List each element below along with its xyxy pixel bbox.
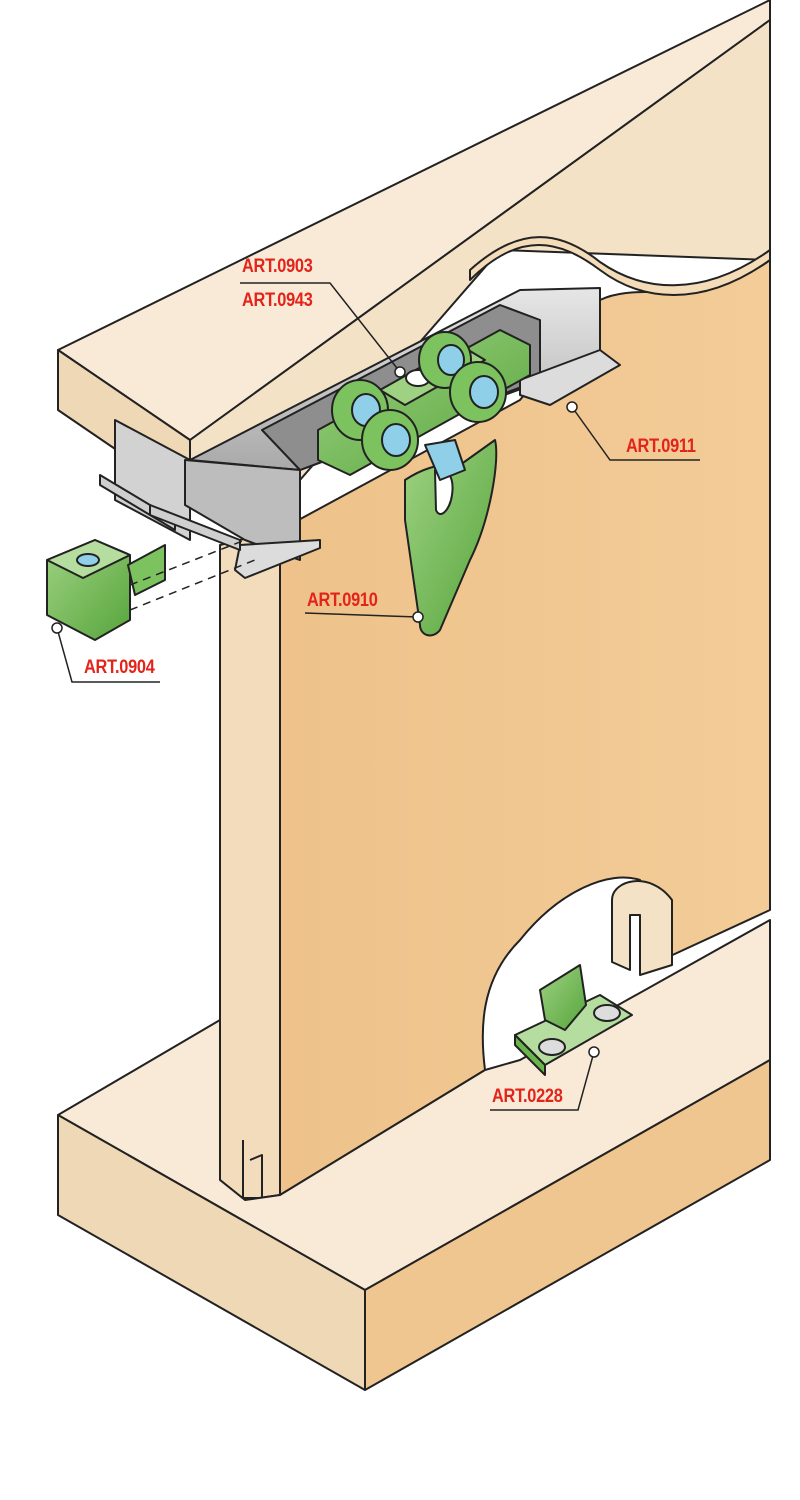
label-art-0228: ART.0228 bbox=[492, 1086, 563, 1107]
roller-wheels bbox=[331, 331, 507, 471]
rail-flange-front bbox=[234, 539, 321, 579]
label-art-0943: ART.0943 bbox=[242, 290, 313, 311]
floor-guide-screws bbox=[538, 1004, 621, 1056]
bottom-board-right-face bbox=[364, 1059, 771, 1391]
end-stop-clip bbox=[127, 544, 166, 596]
hanger-bolt bbox=[424, 439, 466, 481]
floor-guide-front bbox=[514, 1034, 546, 1076]
rail-end-left bbox=[114, 419, 191, 541]
rail-lip-mid bbox=[149, 504, 241, 551]
leader-dots bbox=[51, 366, 600, 1058]
label-art-0911: ART.0911 bbox=[626, 436, 696, 457]
floor-guide-slot bbox=[611, 880, 673, 976]
leader-lines bbox=[56, 282, 700, 1111]
floor-guide-fin bbox=[539, 964, 587, 1031]
rail-flange-right bbox=[519, 349, 621, 406]
label-art-0903: ART.0903 bbox=[242, 256, 313, 277]
end-stop-hole bbox=[76, 553, 100, 567]
alignment-dashes bbox=[129, 539, 256, 611]
label-art-0910: ART.0910 bbox=[307, 590, 378, 611]
door-top-edge bbox=[469, 236, 771, 296]
door-side-edge bbox=[219, 529, 281, 1201]
label-art-0904: ART.0904 bbox=[84, 657, 155, 678]
